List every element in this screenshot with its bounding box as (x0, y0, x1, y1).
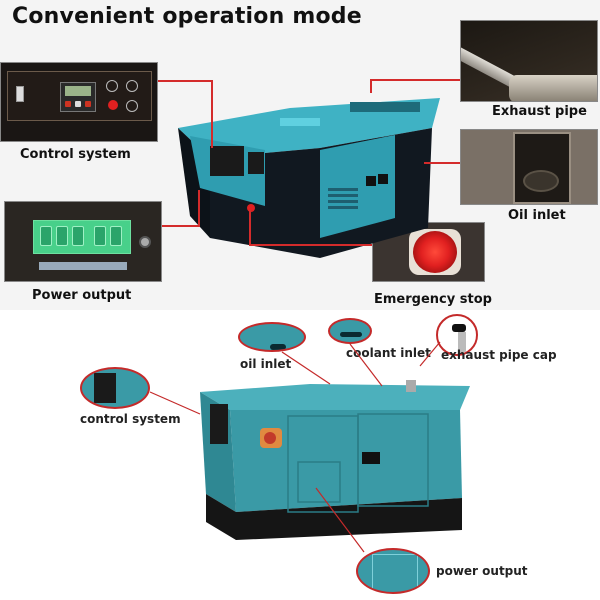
power-output-inset (356, 548, 430, 594)
page-title: Convenient operation mode (12, 4, 362, 29)
leader-line-exhaust (370, 79, 372, 93)
caption-control-system-bottom: control system (80, 412, 181, 426)
coolant-inlet-inset (328, 318, 372, 344)
breaker-icon (40, 226, 52, 246)
gauge-icon (106, 80, 118, 92)
control-system-photo (0, 62, 158, 142)
caption-oil-inlet-bottom: oil inlet (240, 357, 292, 371)
gauge-icon (126, 80, 138, 92)
leader-line-control (158, 80, 212, 82)
controller-display (60, 82, 96, 112)
oil-inlet-photo (460, 129, 598, 205)
generator-canopy-image (178, 98, 440, 258)
exhaust-pipe-photo (460, 20, 598, 102)
caption-control-system: Control system (20, 147, 131, 162)
muffler-shape (509, 75, 597, 101)
controller-button (85, 101, 91, 107)
controller-button (65, 101, 71, 107)
caption-emergency-stop: Emergency stop (374, 292, 492, 307)
control-system-inset (80, 367, 150, 409)
terminal-strip (39, 262, 127, 270)
caption-oil-inlet: Oil inlet (508, 208, 566, 223)
caption-exhaust-pipe-cap: exhaust pipe cap (441, 348, 557, 362)
leader-line-control (211, 80, 213, 148)
leader-line-power (198, 190, 200, 227)
oil-inlet-inset (238, 322, 306, 352)
leader-line-oil (424, 162, 460, 164)
breaker-icon (56, 226, 68, 246)
breaker-icon (72, 226, 84, 246)
leader-line-exhaust (370, 79, 460, 81)
caption-coolant-inlet: coolant inlet (346, 346, 431, 360)
emergency-stop-icon (108, 100, 118, 110)
key-switch-icon (126, 100, 138, 112)
leader-line-estop (249, 210, 251, 246)
oil-inlet-hole (513, 132, 571, 204)
socket-icon (139, 236, 151, 248)
oil-cap-icon (523, 170, 559, 192)
power-output-photo (4, 201, 162, 282)
leader-line-estop (249, 244, 372, 246)
control-panel-face (7, 71, 152, 121)
exhaust-cap-inset (436, 314, 478, 356)
caption-exhaust-pipe: Exhaust pipe (492, 104, 587, 119)
emergency-stop-button-icon (413, 231, 457, 273)
leader-line-power (162, 225, 198, 227)
breaker-icon (110, 226, 122, 246)
breaker-icon (94, 226, 106, 246)
caption-power-output-bottom: power output (436, 564, 528, 578)
generator-photo-bottom (200, 380, 470, 540)
breaker-panel (33, 220, 131, 254)
controller-button (75, 101, 81, 107)
switch-icon (16, 86, 24, 102)
caption-power-output: Power output (32, 288, 132, 303)
lcd-screen (65, 86, 91, 96)
